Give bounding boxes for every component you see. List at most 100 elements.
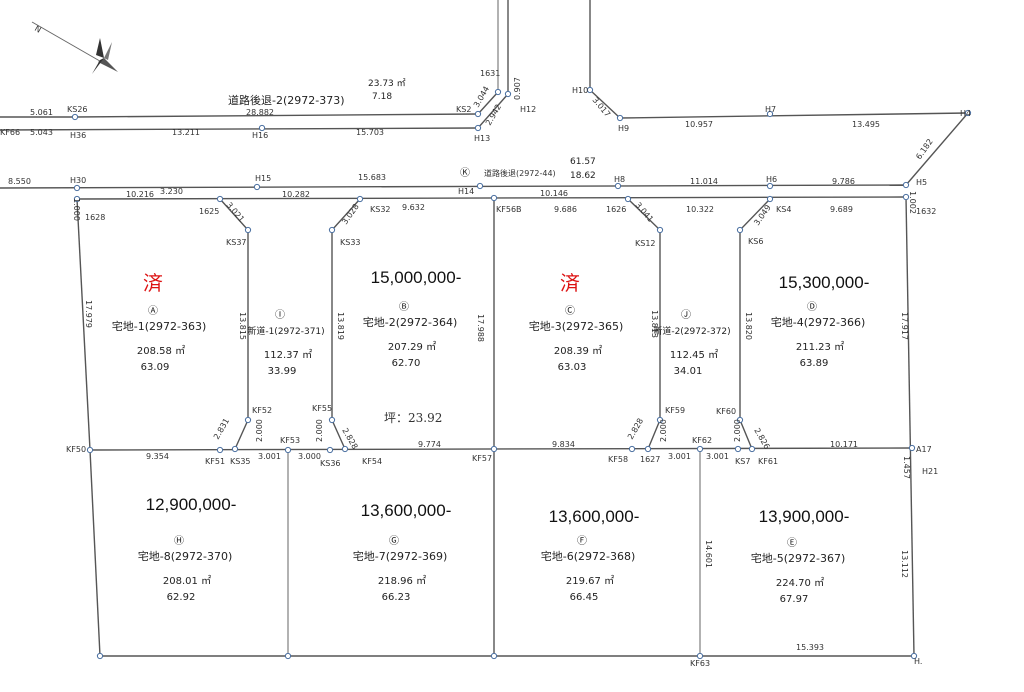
svg-text:KF53: KF53 [280, 436, 300, 445]
survey-point-marker [73, 184, 81, 192]
lot-tsubo: 66.45 [570, 592, 599, 603]
survey-point-marker [696, 445, 704, 453]
lot-area: 208.58 ㎡ [137, 345, 185, 357]
svg-text:3.001: 3.001 [706, 452, 729, 461]
svg-text:2.000: 2.000 [733, 419, 742, 442]
survey-point-marker [284, 652, 292, 660]
svg-text:10.216: 10.216 [126, 190, 154, 199]
svg-text:9.354: 9.354 [146, 452, 169, 461]
svg-text:KS35: KS35 [230, 457, 251, 466]
top-road-lines [0, 0, 969, 186]
svg-text:9.686: 9.686 [554, 205, 577, 214]
survey-point-marker [86, 446, 94, 454]
svg-text:KS2: KS2 [456, 105, 471, 114]
svg-text:3.230: 3.230 [160, 187, 183, 196]
svg-text:1627: 1627 [640, 455, 660, 464]
svg-text:14.601: 14.601 [704, 540, 713, 568]
top-road-label: 道路後退-2(2972-373) 23.73 ㎡ 7.18 [228, 78, 406, 107]
svg-text:13.112: 13.112 [900, 550, 909, 578]
lot-area: 219.67 ㎡ [566, 575, 614, 587]
svg-text:3.001: 3.001 [258, 452, 281, 461]
survey-point-marker [586, 86, 594, 94]
survey-point-marker [253, 183, 261, 191]
survey-point-marker [244, 226, 252, 234]
survey-point-marker [504, 90, 512, 98]
svg-text:23.73 ㎡: 23.73 ㎡ [368, 78, 406, 89]
svg-text:KF55: KF55 [312, 404, 332, 413]
survey-point-marker [766, 182, 774, 190]
lot-tsubo: 63.09 [141, 362, 170, 373]
lot-status-stamp: 済 [143, 271, 163, 295]
svg-text:2.000: 2.000 [315, 419, 324, 442]
svg-text:28.882: 28.882 [246, 108, 274, 117]
survey-point-marker [494, 88, 502, 96]
svg-text:9.632: 9.632 [402, 203, 425, 212]
svg-text:Ⓚ: Ⓚ [460, 167, 470, 179]
lot-tsubo: 62.92 [167, 592, 196, 603]
survey-point-marker [244, 416, 252, 424]
svg-text:KF57: KF57 [472, 454, 492, 463]
svg-text:A17: A17 [916, 445, 932, 454]
survey-point-marker [748, 445, 756, 453]
lot-price: 13,600,000- [361, 501, 452, 520]
svg-text:15.703: 15.703 [356, 128, 384, 137]
svg-text:H5: H5 [916, 178, 927, 187]
survey-point-marker [490, 194, 498, 202]
survey-point-marker [356, 195, 364, 203]
survey-point-marker [231, 445, 239, 453]
survey-point-marker [766, 195, 774, 203]
svg-text:9.834: 9.834 [552, 440, 575, 449]
svg-text:13.813: 13.813 [650, 310, 659, 338]
survey-point-marker [736, 226, 744, 234]
survey-point-marker [628, 445, 636, 453]
svg-text:H9: H9 [618, 124, 629, 133]
svg-text:11.014: 11.014 [690, 177, 718, 186]
svg-text:N: N [33, 24, 43, 35]
lot-name: 宅地-1(2972-363) [112, 319, 207, 333]
survey-point-marker [258, 124, 266, 132]
lot-price: 13,900,000- [759, 507, 850, 526]
survey-point-marker [624, 195, 632, 203]
svg-text:3.021: 3.021 [224, 201, 246, 224]
survey-point-marker [656, 416, 664, 424]
svg-text:5.043: 5.043 [30, 128, 53, 137]
svg-text:2.942: 2.942 [484, 103, 503, 127]
lot-area: 112.45 ㎡ [670, 349, 718, 361]
survey-points [71, 86, 972, 660]
point-labels: KF66 KS26 H36 H16 KS2 H13 H12 1631 H10 H… [0, 69, 971, 668]
svg-text:KS32: KS32 [370, 205, 391, 214]
svg-text:5.061: 5.061 [30, 108, 53, 117]
svg-text:1632: 1632 [916, 207, 936, 216]
svg-text:13.815: 13.815 [238, 312, 247, 340]
svg-text:KF62: KF62 [692, 436, 712, 445]
svg-text:3.001: 3.001 [668, 452, 691, 461]
svg-text:1626: 1626 [606, 205, 626, 214]
survey-point-marker [328, 416, 336, 424]
lot-status-stamp: 済 [560, 271, 580, 295]
svg-text:H13: H13 [474, 134, 490, 143]
survey-point-marker [616, 114, 624, 122]
svg-text:KF58: KF58 [608, 455, 628, 464]
lot-mark: Ⓗ [174, 535, 184, 547]
lot-name: 宅地-2(2972-364) [363, 315, 458, 329]
svg-text:KF54: KF54 [362, 457, 382, 466]
lot-area: 112.37 ㎡ [264, 349, 312, 361]
svg-text:H6: H6 [766, 175, 777, 184]
lot-name: 宅地-6(2972-368) [541, 549, 636, 563]
lot-price: 15,300,000- [779, 273, 870, 292]
survey-point-marker [644, 445, 652, 453]
svg-text:H4: H4 [960, 109, 971, 118]
svg-text:13.495: 13.495 [852, 120, 880, 129]
svg-text:8.550: 8.550 [8, 177, 31, 186]
lot-name: 宅地-3(2972-365) [529, 319, 624, 333]
svg-text:KS7: KS7 [735, 457, 750, 466]
svg-text:KF56B: KF56B [496, 205, 522, 214]
svg-text:10.171: 10.171 [830, 440, 858, 449]
lot-tsubo: 62.70 [392, 358, 421, 369]
svg-text:KF59: KF59 [665, 406, 685, 415]
